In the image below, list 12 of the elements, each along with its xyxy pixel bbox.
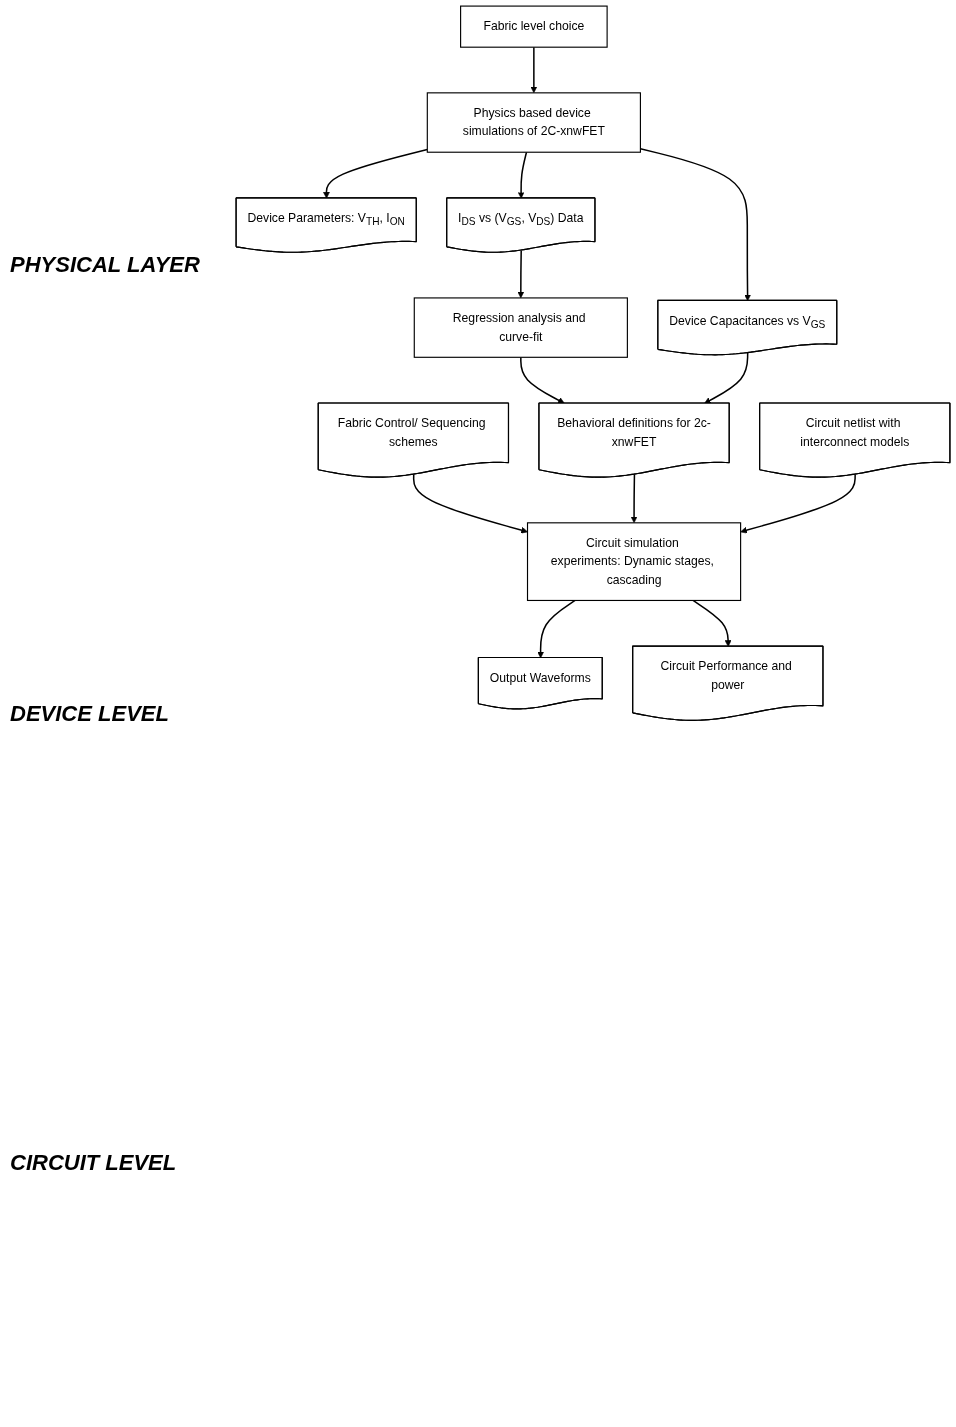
node-box: Physics based device simulations of 2C-xnwFET xyxy=(426,92,641,153)
node-box: Fabric level choice xyxy=(460,5,608,48)
layer-heading: PHYSICAL LAYER xyxy=(10,251,201,278)
arrow xyxy=(530,46,538,94)
layer-heading: CIRCUIT LEVEL xyxy=(10,1149,178,1176)
arrow xyxy=(630,473,638,524)
node-box: Regression analysis and curve-fit xyxy=(413,297,628,358)
layer-heading: DEVICE LEVEL xyxy=(10,700,170,727)
arrow xyxy=(692,599,732,647)
node-box: Circuit simulation experiments: Dynamic stages, cascading xyxy=(526,522,742,602)
arrow xyxy=(517,249,525,299)
arrow xyxy=(412,473,528,534)
